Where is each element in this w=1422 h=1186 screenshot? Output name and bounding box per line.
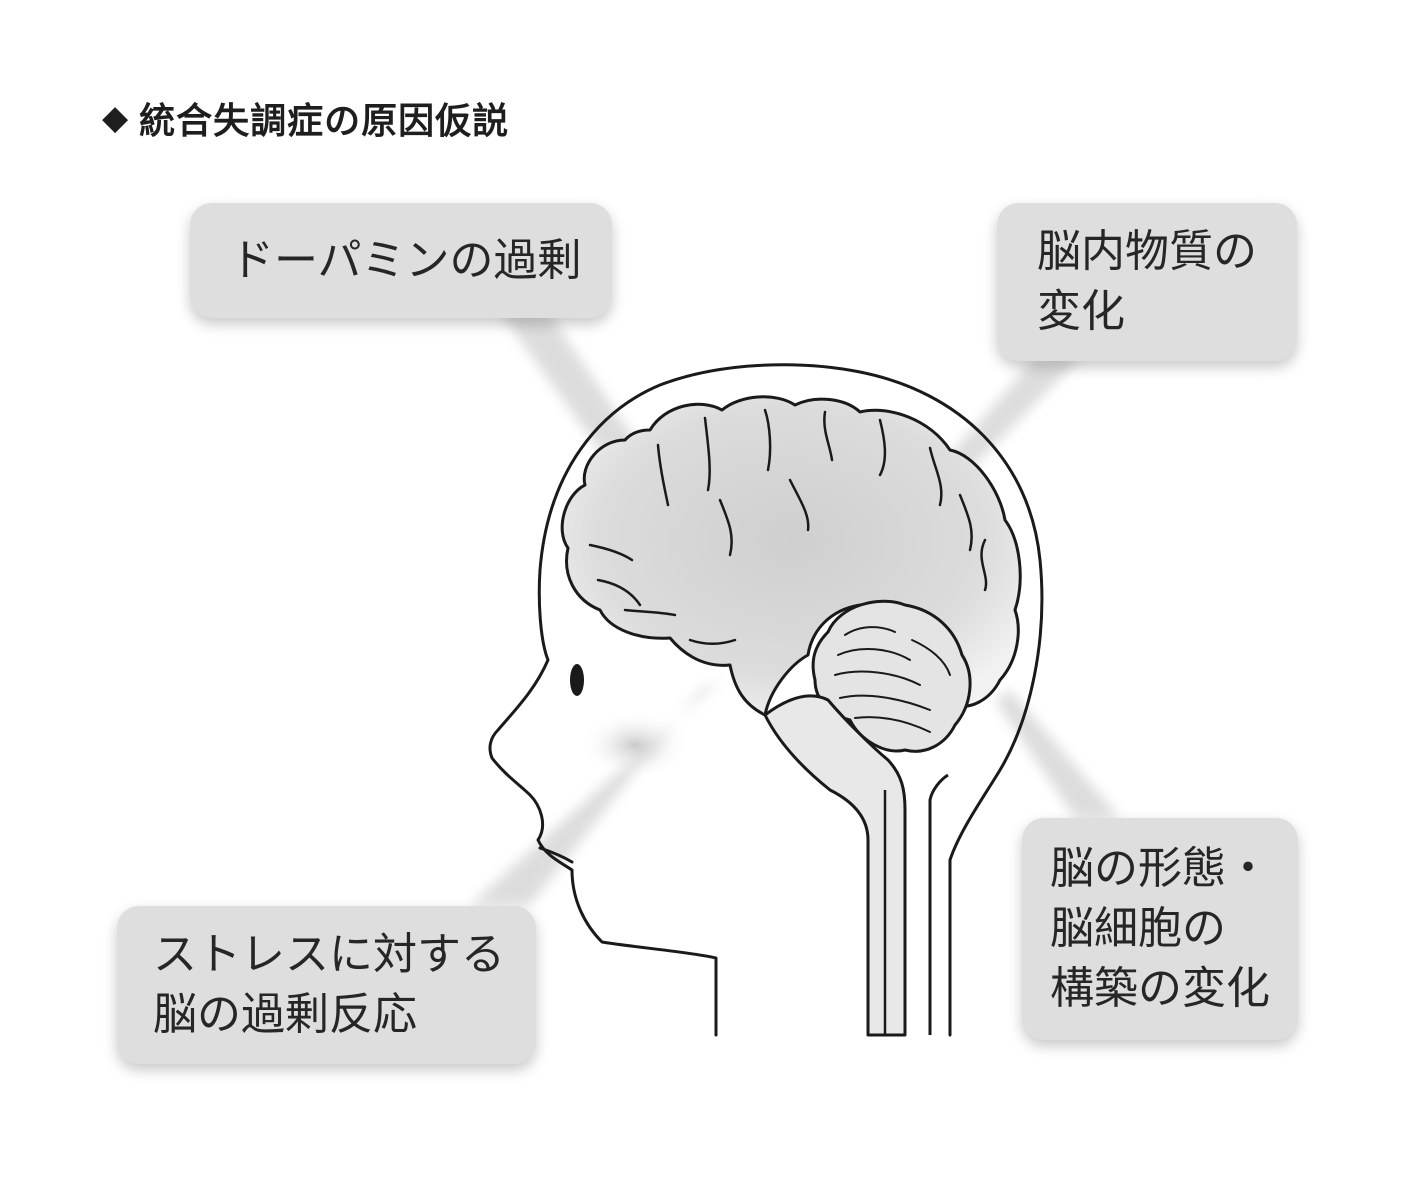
neck-back-line <box>928 773 949 1035</box>
callout-dopamine-excess: ドーパミンの過剰 <box>190 203 612 318</box>
callout-line: 構築の変化 <box>1050 963 1270 1014</box>
sulci <box>588 408 988 645</box>
callout-line: ストレスに対する <box>153 929 505 980</box>
brainstem <box>763 694 907 1037</box>
callout-stress-overreaction: ストレスに対する 脳の過剰反応 <box>117 906 536 1064</box>
cheek-shading <box>580 710 690 780</box>
page-title: ◆ 統合失調症の原因仮説 <box>102 92 509 144</box>
head-outline <box>488 363 1044 1037</box>
callout-line: ドーパミンの過剰 <box>230 234 582 286</box>
cerebellum-folia <box>834 626 951 733</box>
cerebellum <box>811 599 972 753</box>
callout-line: 脳細胞の <box>1050 903 1226 954</box>
pointer-morph <box>995 690 1120 818</box>
pointer-stress <box>470 680 720 905</box>
callout-line: 脳の過剰反応 <box>153 989 417 1040</box>
callout-line: 脳の形態・ <box>1050 843 1270 894</box>
pointer-substance <box>950 358 1080 470</box>
callout-brain-substance-change: 脳内物質の 変化 <box>997 203 1297 361</box>
mouth-line <box>538 846 574 864</box>
callout-line: 脳内物質の <box>1037 226 1257 277</box>
eye <box>570 664 584 696</box>
callout-line: 変化 <box>1037 286 1125 337</box>
title-text: 統合失調症の原因仮説 <box>139 101 510 142</box>
diamond-marker-icon: ◆ <box>102 98 130 138</box>
callout-brain-morphology-change: 脳の形態・ 脳細胞の 構築の変化 <box>1022 818 1298 1040</box>
